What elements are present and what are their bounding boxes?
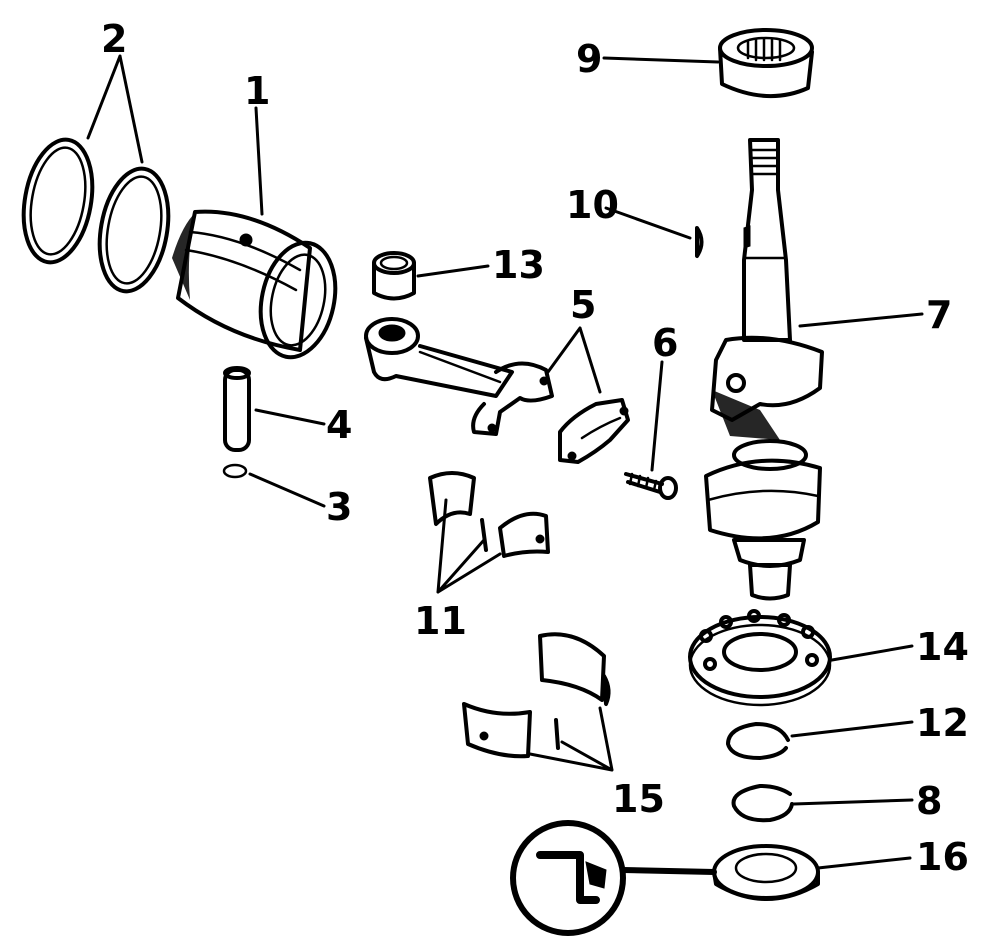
callout-6: 6 <box>652 321 678 365</box>
oil-seal <box>712 844 820 901</box>
lower-retaining-ring <box>731 784 794 823</box>
callout-9: 9 <box>576 37 602 81</box>
retaining-ring <box>222 463 248 479</box>
callout-1: 1 <box>244 69 270 113</box>
callout-12: 12 <box>916 701 969 745</box>
rod-screw <box>624 472 678 500</box>
rod-bearing-halves <box>428 471 550 558</box>
callout-7: 7 <box>926 293 952 337</box>
callout-labels: 2 1 4 3 5 6 7 8 9 10 11 12 13 14 15 16 <box>101 17 969 879</box>
retainer-ring <box>726 722 790 760</box>
roller-bearing <box>718 28 814 98</box>
crankshaft <box>704 138 824 601</box>
callout-3: 3 <box>326 485 352 529</box>
callout-2: 2 <box>101 17 127 61</box>
leader-lines <box>86 54 924 870</box>
connecting-rod <box>364 317 554 436</box>
piston-ring-back <box>97 166 171 294</box>
inset-tool <box>510 820 717 936</box>
callout-14: 14 <box>916 625 969 669</box>
piston-rings <box>21 137 171 294</box>
rod-cap <box>558 398 630 464</box>
callout-16: 16 <box>916 835 969 879</box>
callout-11: 11 <box>414 599 467 643</box>
needle-bearing <box>372 251 416 301</box>
piston-ring-front <box>21 137 95 265</box>
callout-4: 4 <box>326 403 352 447</box>
piston-pin <box>223 366 251 452</box>
callout-15: 15 <box>612 777 665 821</box>
woodruff-key <box>695 226 704 258</box>
main-bearing-halves <box>462 632 611 759</box>
callout-5: 5 <box>570 283 596 327</box>
piston <box>172 209 338 360</box>
callout-13: 13 <box>492 243 545 287</box>
callout-10: 10 <box>566 183 619 227</box>
ball-bearing <box>688 609 832 707</box>
callout-8: 8 <box>916 779 942 823</box>
